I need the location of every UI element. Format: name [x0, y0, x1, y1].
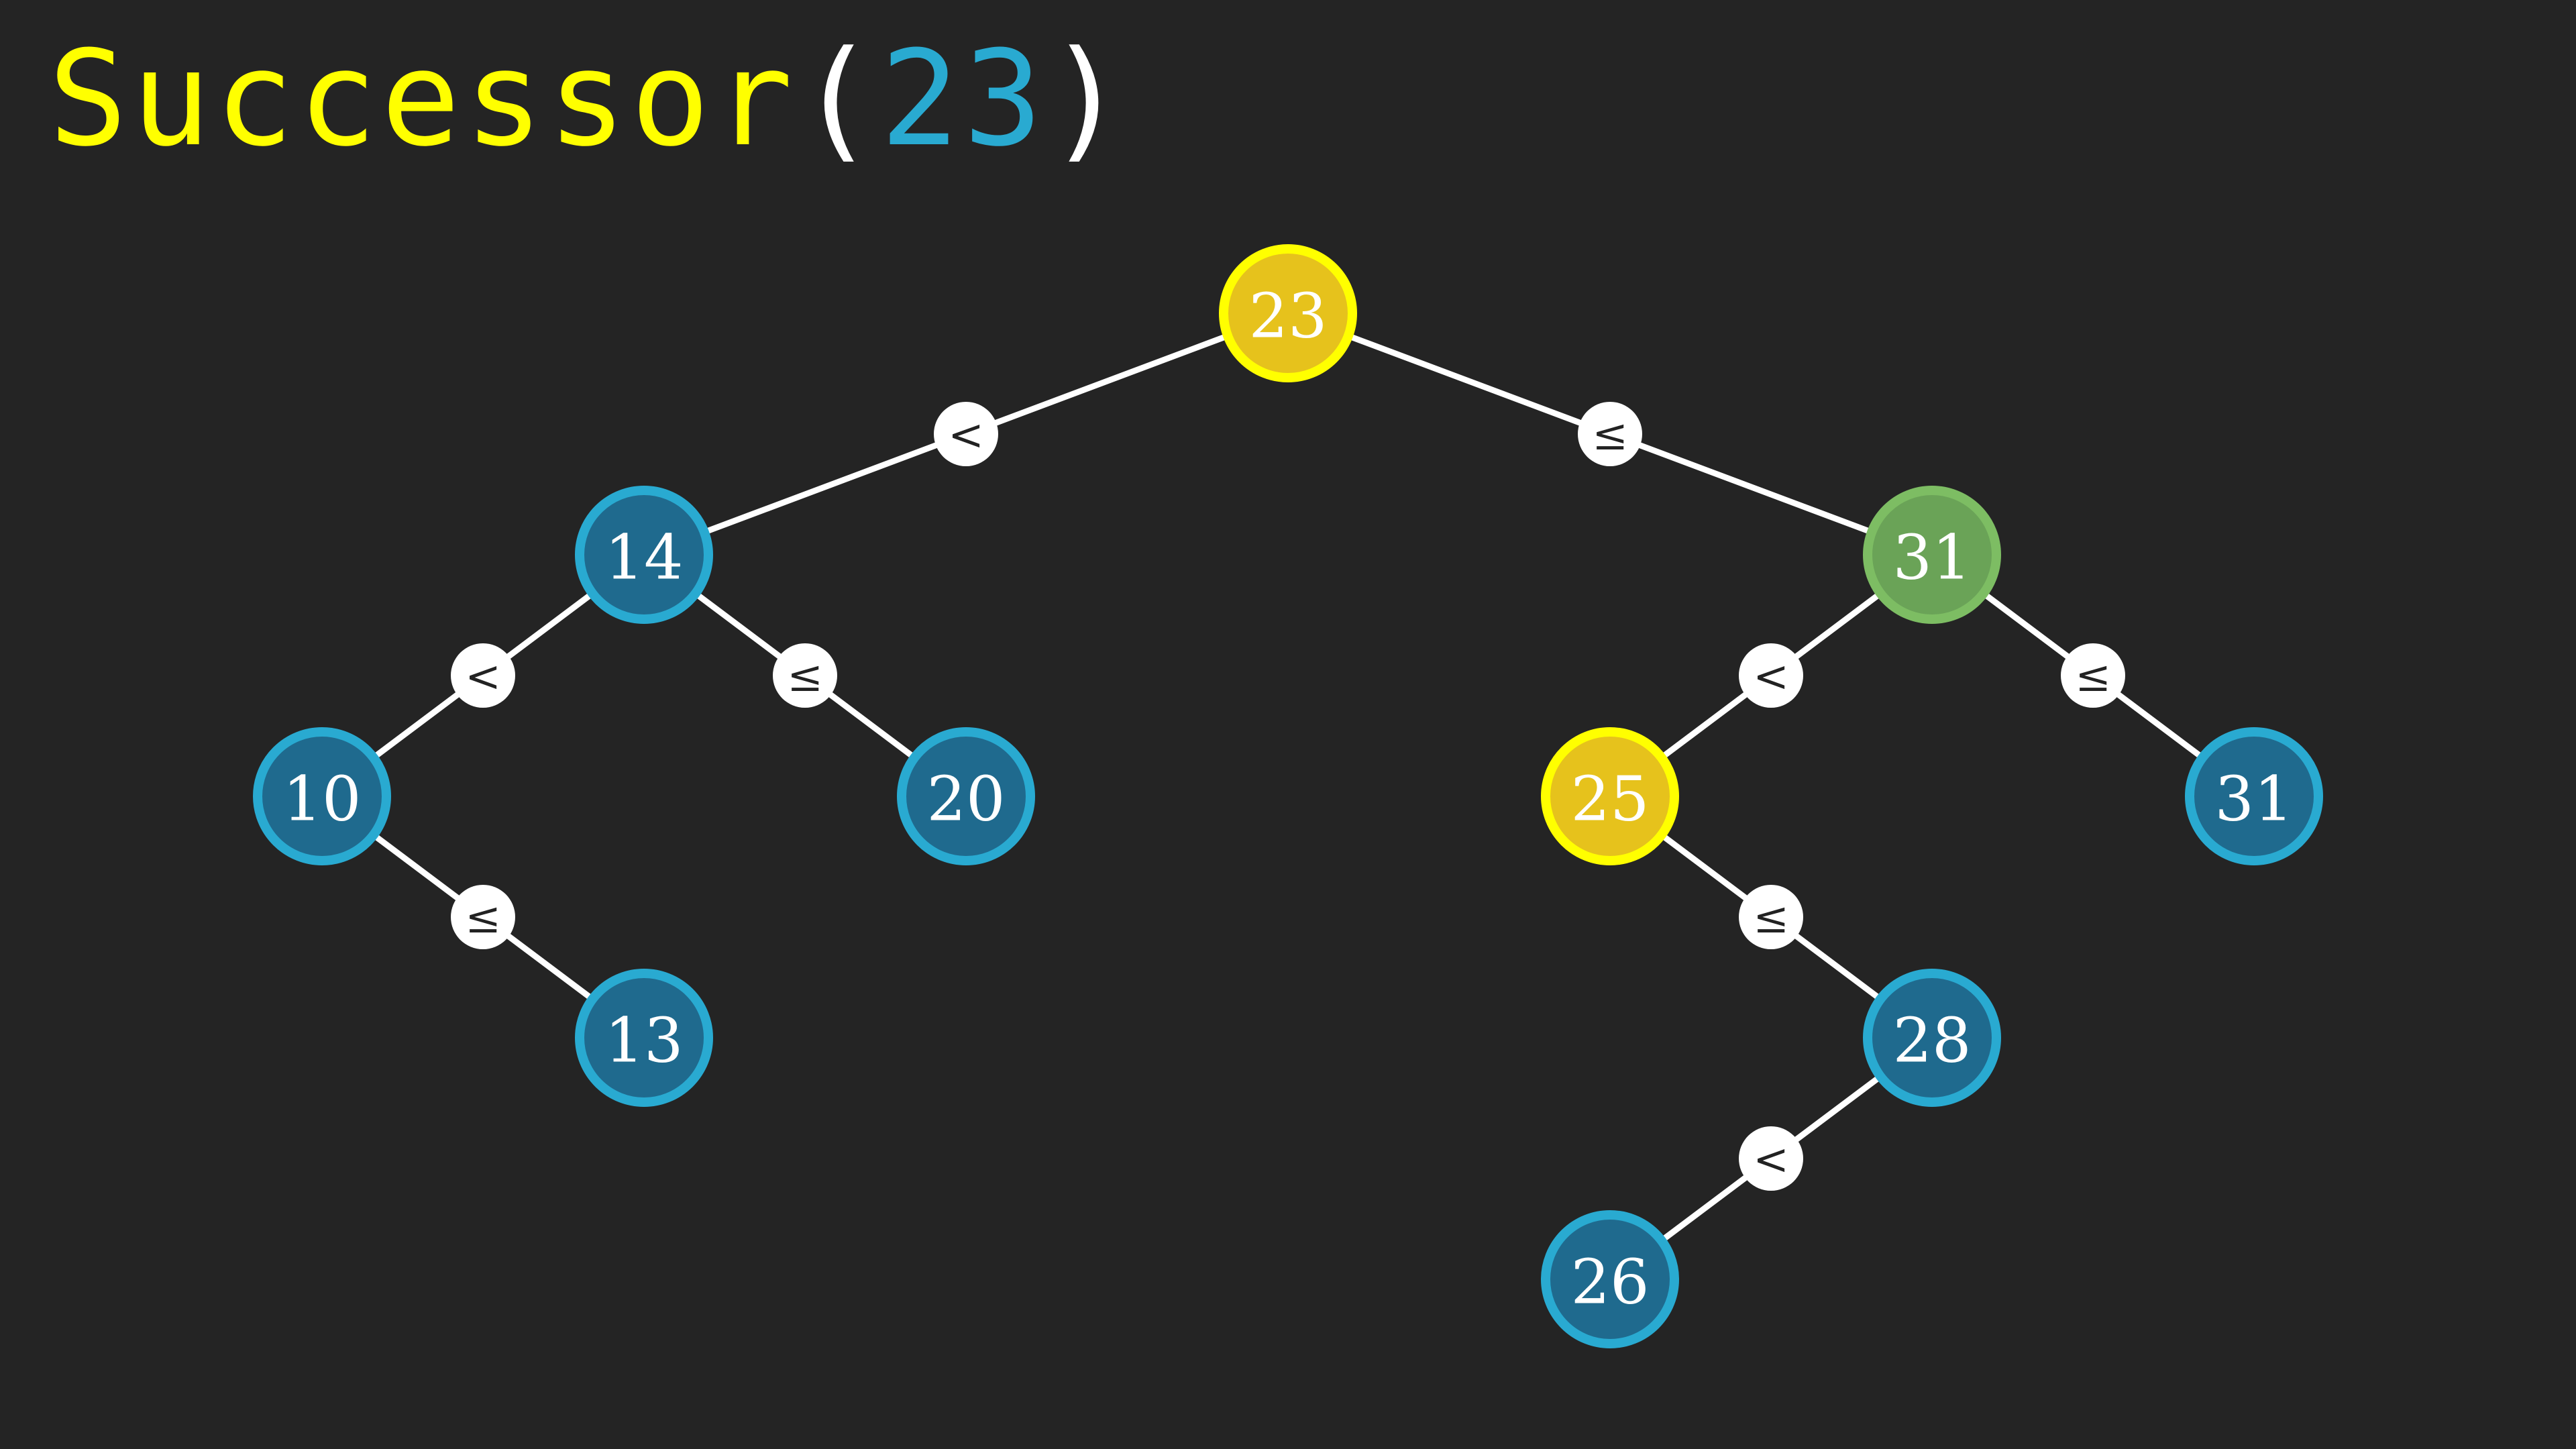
tree-node-circle — [1541, 727, 1679, 865]
tree-node-circle — [1219, 244, 1357, 382]
tree-node: 20 — [897, 727, 1035, 865]
title-argument: 23 — [880, 23, 1047, 176]
tree-node-value: 10 — [282, 763, 361, 835]
edge-label-badge — [773, 643, 837, 708]
tree-node-circle — [253, 727, 391, 865]
edge-label: ≤ — [1578, 402, 1642, 466]
title-open-paren: ( — [797, 23, 881, 176]
edge-label-badge — [1739, 1126, 1803, 1191]
edge-label: < — [1739, 1126, 1803, 1191]
tree-node: 25 — [1541, 727, 1679, 865]
tree-node-circle — [2185, 727, 2323, 865]
tree-node: 26 — [1541, 1210, 1679, 1348]
edge-label-badge — [1739, 643, 1803, 708]
edge-label-badge — [1578, 402, 1642, 466]
tree-node-circle — [1863, 486, 2001, 624]
tree-node: 28 — [1863, 969, 2001, 1107]
edge-comparison-symbol: < — [948, 411, 984, 460]
tree-node-value: 31 — [2214, 763, 2293, 835]
tree-nodes: 23 14 31 10 20 25 31 13 28 26 — [253, 244, 2323, 1348]
edge-label: ≤ — [2061, 643, 2125, 708]
edge-label-badge — [1739, 885, 1803, 949]
tree-edges — [320, 310, 2256, 1282]
tree-node-value: 31 — [1892, 522, 1971, 594]
edge-label: < — [934, 402, 998, 466]
edge-label: ≤ — [451, 885, 515, 949]
tree-node: 13 — [575, 969, 713, 1107]
page-title: Successor(23) — [48, 34, 1130, 165]
edge-comparison-symbol: ≤ — [1592, 411, 1628, 460]
edge-label-badge — [451, 643, 515, 708]
edge-comparison-symbol: ≤ — [787, 652, 823, 702]
edge-comparison-symbol: ≤ — [2075, 652, 2111, 702]
edge-label-badge — [934, 402, 998, 466]
tree-node-circle — [575, 969, 713, 1107]
tree-node-circle — [1863, 969, 2001, 1107]
tree-node-value: 20 — [926, 763, 1005, 835]
tree-node-value: 14 — [604, 522, 683, 594]
edge-label: < — [1739, 643, 1803, 708]
tree-node-circle — [1541, 1210, 1679, 1348]
tree-node: 31 — [2185, 727, 2323, 865]
tree-node: 23 — [1219, 244, 1357, 382]
title-close-paren: ) — [1046, 23, 1130, 176]
edge-label: < — [451, 643, 515, 708]
tree-node: 10 — [253, 727, 391, 865]
edge-label-badge — [2061, 643, 2125, 708]
tree-node-value: 13 — [604, 1005, 683, 1077]
edge-comparison-symbol: < — [1753, 652, 1789, 702]
edge-comparison-symbol: ≤ — [1753, 894, 1789, 943]
edge-label: ≤ — [1739, 885, 1803, 949]
tree-node-value: 28 — [1892, 1005, 1971, 1077]
tree-node: 14 — [575, 486, 713, 624]
edge-comparison-symbol: ≤ — [465, 894, 501, 943]
tree-node-value: 25 — [1570, 763, 1649, 835]
tree-node-circle — [575, 486, 713, 624]
tree-edge-labels: < ≤ < ≤ < ≤ ≤ ≤ < — [451, 402, 2125, 1191]
edge-comparison-symbol: < — [1753, 1135, 1789, 1185]
tree-node-value: 23 — [1248, 280, 1327, 352]
title-function-name: Successor — [48, 23, 798, 176]
tree-node-circle — [897, 727, 1035, 865]
tree-node-value: 26 — [1570, 1246, 1649, 1318]
edge-label-badge — [451, 885, 515, 949]
tree-node: 31 — [1863, 486, 2001, 624]
edge-label: ≤ — [773, 643, 837, 708]
edge-comparison-symbol: < — [465, 652, 501, 702]
